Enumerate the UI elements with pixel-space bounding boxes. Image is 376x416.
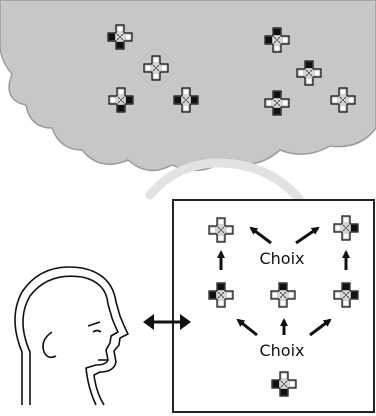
arrow-up-left-top: [249, 226, 272, 245]
background-ring: [145, 158, 305, 205]
cross-piece-icon: [333, 282, 359, 308]
choice-label-top: Choix: [259, 249, 304, 268]
cross-piece-icon: [271, 371, 297, 397]
cloud-cross-group: [107, 24, 356, 116]
cross-piece-icon: [264, 90, 290, 116]
cross-piece-icon: [108, 87, 134, 113]
cross-piece-icon: [208, 217, 234, 243]
choice-label-bottom: Choix: [259, 341, 304, 360]
panel-arrows: [217, 226, 350, 337]
arrow-up-right-top: [295, 226, 320, 245]
cross-piece-icon: [107, 24, 133, 50]
cross-piece-icon: [173, 87, 199, 113]
choice-panel: [172, 199, 375, 413]
thought-cloud: [0, 0, 376, 172]
panel-cross-group: [208, 215, 359, 397]
human-head-profile-icon: [14, 266, 129, 406]
bidirectional-arrow-icon: [143, 314, 191, 330]
cross-piece-icon: [296, 60, 322, 86]
cross-piece-icon: [264, 27, 290, 53]
cross-piece-icon: [208, 282, 234, 308]
arrow-up-right-bottom: [309, 318, 332, 337]
cross-piece-icon: [270, 282, 296, 308]
cross-piece-icon: [333, 215, 359, 241]
cross-piece-icon: [143, 55, 169, 81]
arrow-up-left-bottom: [236, 318, 258, 337]
cross-piece-icon: [330, 87, 356, 113]
